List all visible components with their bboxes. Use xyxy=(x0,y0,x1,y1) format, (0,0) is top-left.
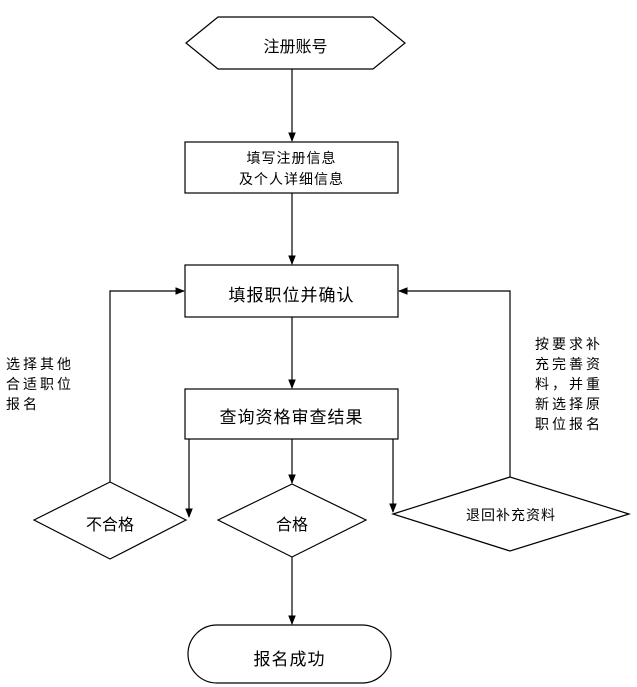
fill-info-node-shape xyxy=(184,141,399,194)
arrow-unqualified-loop-back xyxy=(109,287,185,482)
right-note-line4: 新选择原 xyxy=(535,397,603,413)
right-note: 按要求补 充完善资 料，并重 新选择原 职位报名 xyxy=(535,335,635,435)
check-result-node-shape xyxy=(184,388,399,440)
right-note-line1: 按要求补 xyxy=(535,337,603,353)
success-label: 报名成功 xyxy=(253,650,326,670)
return-supplement-label: 退回补充资料 xyxy=(466,508,556,524)
unqualified-label: 不合格 xyxy=(85,515,134,534)
unqualified-node-shape xyxy=(32,481,188,560)
return-supplement-node-shape xyxy=(391,476,632,552)
arrow-return-loop-back xyxy=(398,287,511,477)
left-note: 选择其他 合适职位 报名 xyxy=(6,355,98,415)
left-note-line1: 选择其他 xyxy=(6,357,74,373)
right-note-line2: 充完善资 xyxy=(535,357,603,373)
check-result-label: 查询资格审查结果 xyxy=(219,408,364,428)
qualified-label: 合格 xyxy=(275,515,308,534)
register-label: 注册账号 xyxy=(263,37,328,56)
apply-position-label: 填报职位并确认 xyxy=(228,286,355,306)
register-node-shape xyxy=(185,16,406,70)
qualified-node-shape xyxy=(216,483,368,558)
left-note-line3: 报名 xyxy=(6,397,40,413)
right-note-line5: 职位报名 xyxy=(535,417,603,433)
fill-info-label-line2: 及个人详细信息 xyxy=(239,172,344,188)
right-note-line3: 料，并重 xyxy=(535,377,603,393)
left-note-line2: 合适职位 xyxy=(6,377,74,393)
fill-info-label-line1: 填写注册信息 xyxy=(246,151,337,167)
success-node-shape xyxy=(187,624,392,684)
